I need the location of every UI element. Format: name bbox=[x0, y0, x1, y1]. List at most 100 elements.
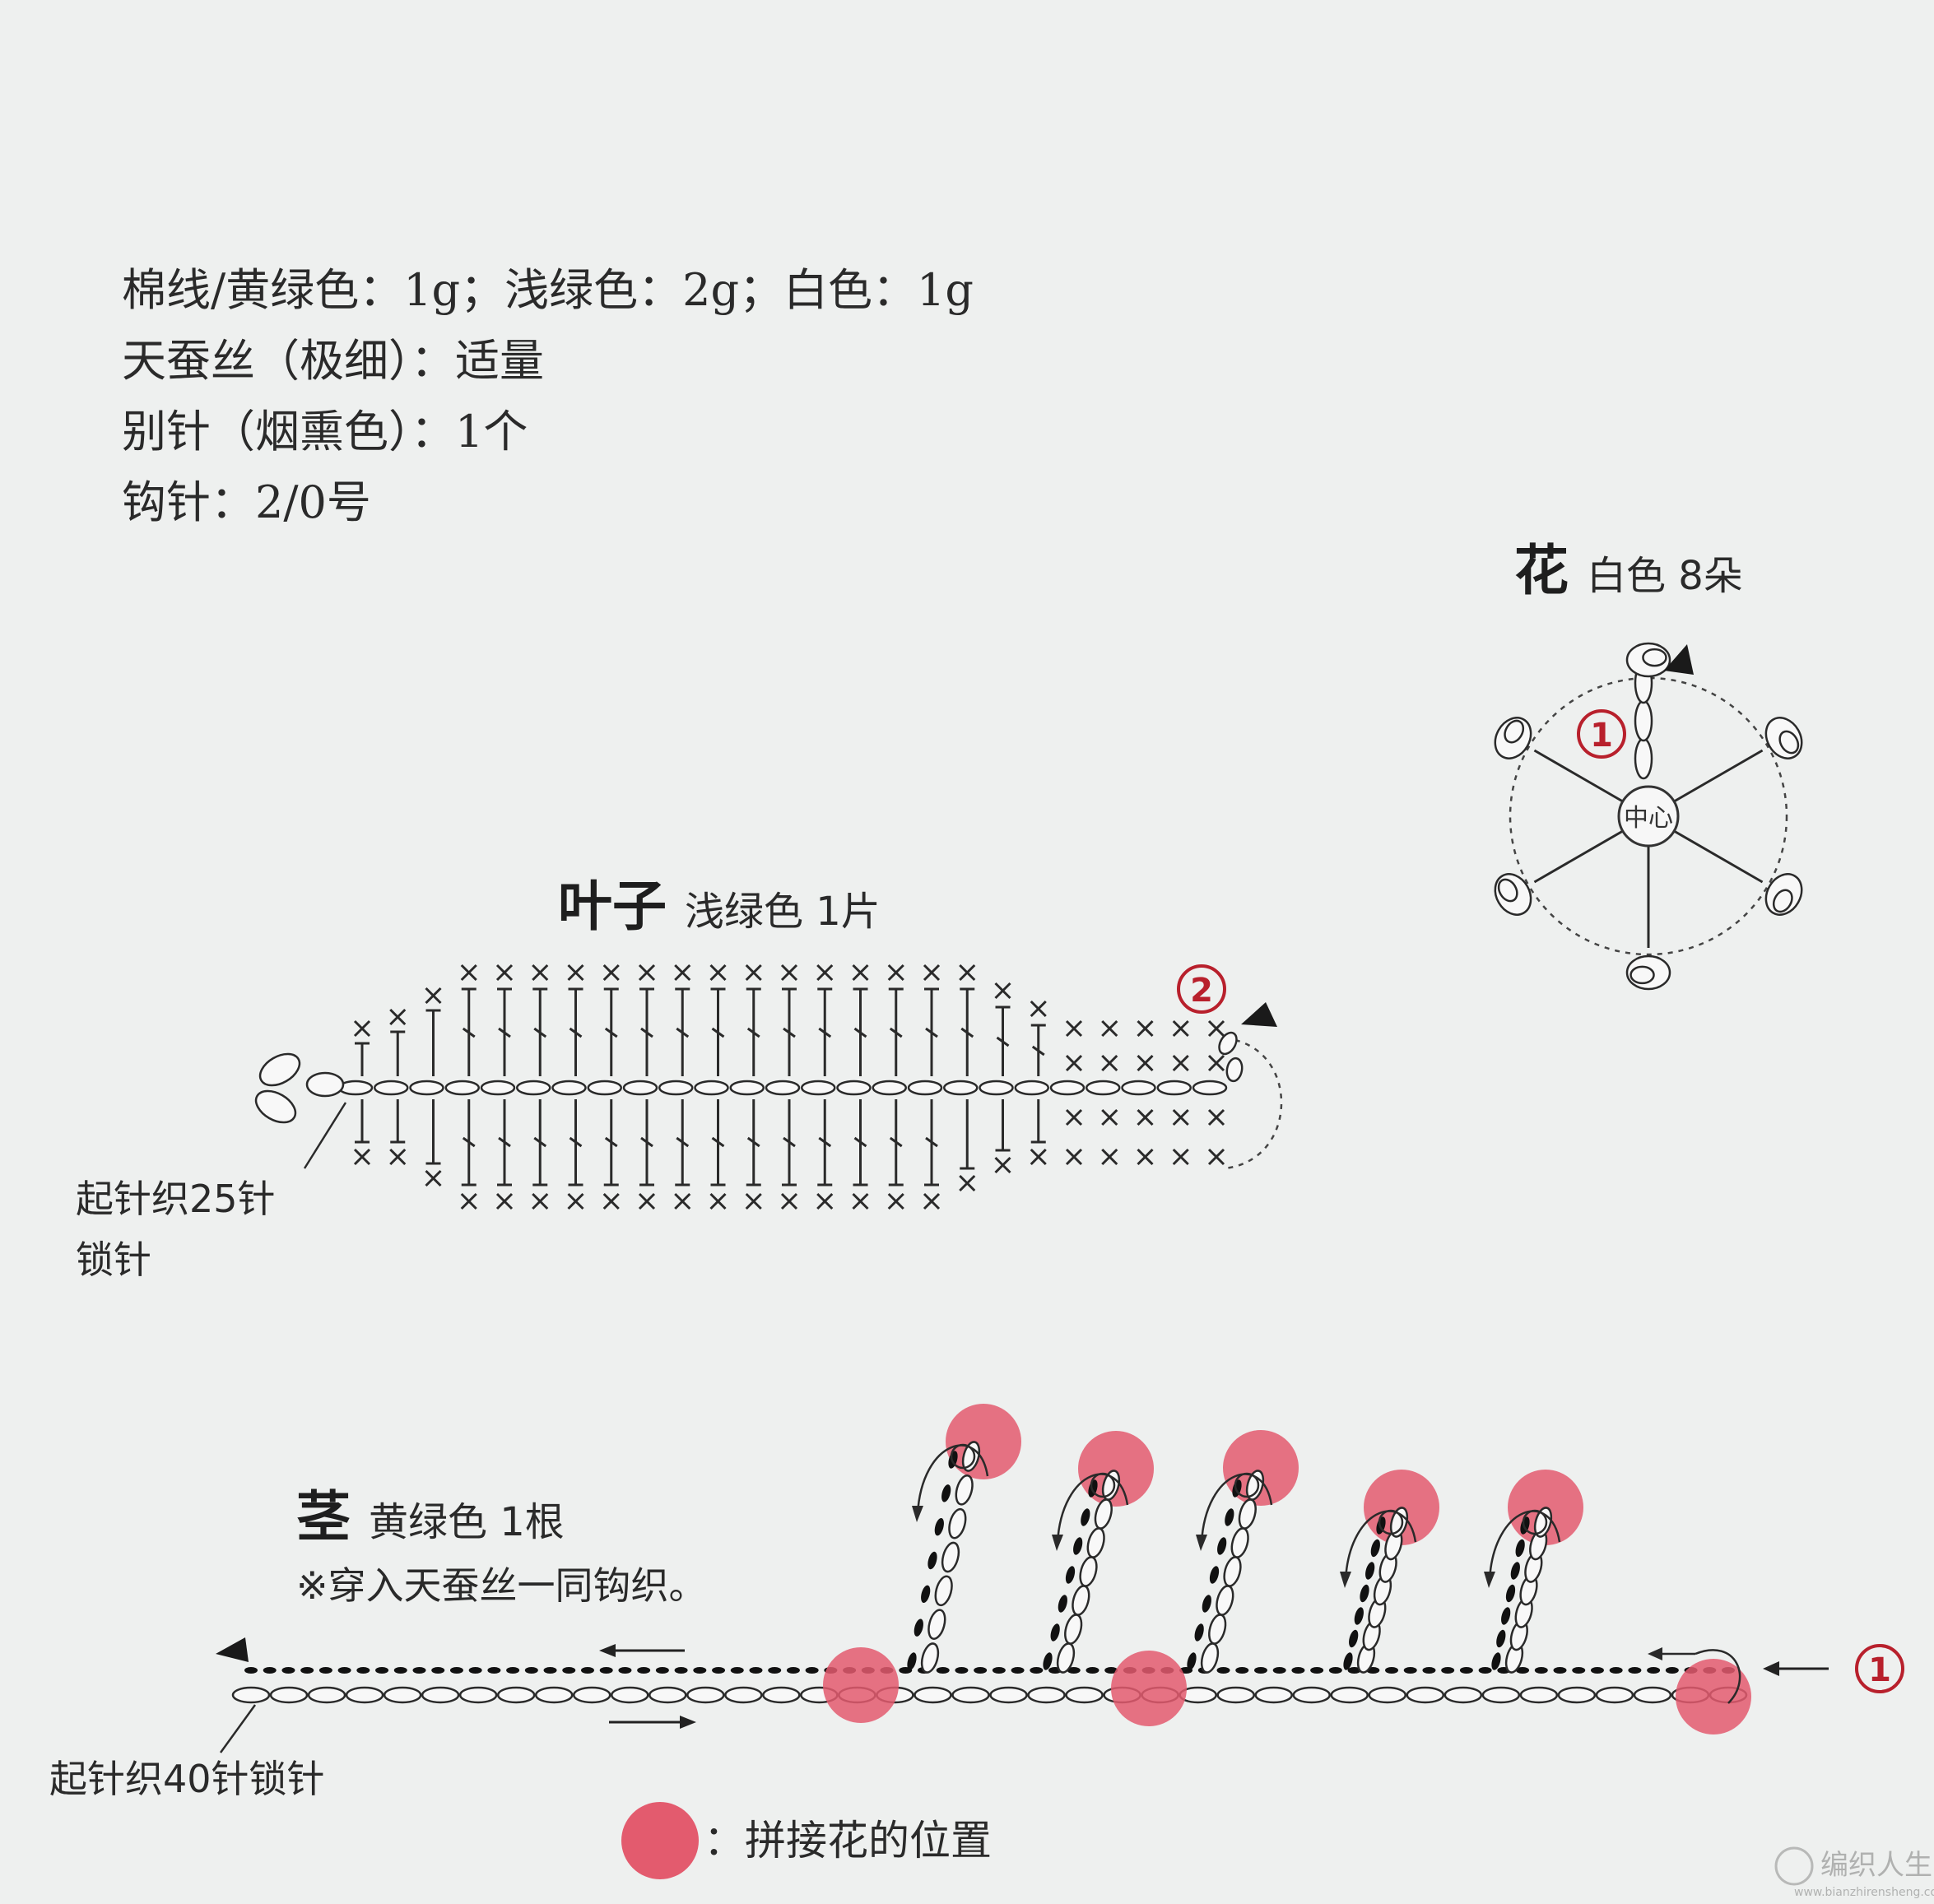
leaf-sc-stitch bbox=[1065, 1108, 1083, 1126]
stem-foundation-chain bbox=[534, 1686, 574, 1704]
leaf-dc-stitch bbox=[568, 1099, 583, 1187]
stem-branch-turn-arrow-head bbox=[1340, 1572, 1351, 1588]
stem-branch-chain bbox=[1101, 1470, 1121, 1501]
stem-branch-chain bbox=[1238, 1498, 1257, 1530]
stem-branch-slip bbox=[1370, 1539, 1380, 1558]
leaf-dc-stitch bbox=[960, 987, 975, 1076]
leaf-dc-stitch bbox=[568, 987, 583, 1076]
leaf-round-marker-ring bbox=[1177, 964, 1226, 1014]
stem-branch-turn-arrow-head bbox=[1196, 1535, 1207, 1551]
stem-slip-stitch bbox=[1441, 1667, 1455, 1674]
leaf-dc-stitch bbox=[853, 987, 868, 1076]
stem-foundation-chain bbox=[1519, 1686, 1559, 1704]
stem-slip-stitch bbox=[712, 1667, 726, 1674]
stem-foundation-chain bbox=[1444, 1686, 1483, 1704]
leaf-sc-stitch bbox=[780, 1192, 798, 1210]
stem-slip-stitch bbox=[599, 1667, 613, 1674]
stem-slip-stitch bbox=[580, 1667, 594, 1674]
stem-slip-stitch bbox=[1609, 1667, 1623, 1674]
leaf-dc-stitch bbox=[746, 987, 761, 1076]
leaf-foundation-chain bbox=[1014, 1080, 1049, 1096]
stem-branch-chain bbox=[934, 1575, 953, 1607]
flower-round-marker-ring bbox=[1577, 709, 1626, 759]
leaf-sc-stitch bbox=[852, 964, 869, 982]
leaf-foundation-chain bbox=[409, 1080, 444, 1096]
stem-slip-stitch bbox=[1253, 1667, 1267, 1674]
stem-start-turn-arrow-head bbox=[1648, 1647, 1662, 1660]
stem-branch-chain bbox=[1086, 1527, 1105, 1558]
stem-slip-stitch bbox=[356, 1667, 370, 1674]
stem-slip-stitch bbox=[693, 1667, 707, 1674]
leaf-sc-stitch bbox=[816, 964, 834, 982]
stem-slip-stitch bbox=[487, 1667, 501, 1674]
stem-slip-stitch bbox=[562, 1667, 576, 1674]
legend-text: ：拼接花的位置 bbox=[704, 1817, 992, 1865]
stem-branch-slip bbox=[1050, 1623, 1060, 1642]
stem-branch-slip bbox=[1081, 1508, 1090, 1526]
flower-join-dot bbox=[1223, 1430, 1299, 1506]
leaf-hdc-stitch bbox=[355, 1042, 370, 1076]
leaf-dc-stitch bbox=[497, 1099, 512, 1187]
stem-slip-stitch bbox=[337, 1667, 351, 1674]
leaf-foundation-chain bbox=[1086, 1080, 1121, 1096]
stem-branch-chain bbox=[1230, 1527, 1249, 1558]
stem-end-arrow-icon bbox=[216, 1637, 249, 1662]
stem-branch-slip bbox=[927, 1551, 937, 1570]
flower-start-arrow-icon bbox=[1664, 644, 1694, 675]
watermark-logo-icon bbox=[1774, 1846, 1814, 1886]
stem-branch-chain bbox=[1389, 1507, 1409, 1538]
leaf-dc-stitch bbox=[532, 1099, 548, 1187]
stem-heading: 茎黄绿色 1根 bbox=[296, 1473, 565, 1552]
leaf-sc-stitch bbox=[1101, 1019, 1118, 1038]
stem-branch-slip bbox=[1058, 1595, 1067, 1613]
leaf-sc-stitch bbox=[425, 1169, 442, 1187]
stem-branch-chain bbox=[1223, 1556, 1242, 1587]
stem-slip-stitch bbox=[1272, 1667, 1286, 1674]
stem-foundation-chain bbox=[383, 1686, 422, 1704]
watermark: 编织人生 www.bianzhirensheng.com bbox=[1774, 1846, 1934, 1899]
flower-petal-chain bbox=[1634, 737, 1653, 780]
stem-branch-slip bbox=[1491, 1652, 1501, 1670]
leaf-sc-stitch bbox=[1207, 1148, 1225, 1166]
leaf-sc-stitch bbox=[994, 982, 1011, 1000]
stem-foundation-chain bbox=[1368, 1686, 1407, 1704]
materials-list: 棉线/黄绿色：1g；浅绿色：2g；白色：1g 天蚕丝（极细）：适量 别针（烟熏色… bbox=[122, 255, 974, 538]
leaf-sc-stitch bbox=[1101, 1108, 1118, 1126]
stem-slip-stitch bbox=[1216, 1667, 1230, 1674]
stem-slip-stitch bbox=[543, 1667, 557, 1674]
leaf-base-loop bbox=[258, 1052, 301, 1087]
leaf-foundation-chain bbox=[729, 1080, 765, 1096]
stem-slip-stitch bbox=[730, 1667, 744, 1674]
stem-branch-chain bbox=[927, 1609, 946, 1640]
leaf-sc-stitch bbox=[460, 964, 477, 982]
stem-slip-stitch bbox=[1478, 1667, 1492, 1674]
stem-foundation-chain bbox=[989, 1686, 1028, 1704]
leaf-sc-stitch bbox=[495, 964, 514, 982]
leaf-foundation-chain bbox=[765, 1080, 801, 1096]
material-line-2: 天蚕丝（极细）：适量 bbox=[122, 335, 544, 387]
leaf-foundation-chain bbox=[907, 1080, 943, 1096]
material-line-3: 别针（烟熏色）：1个 bbox=[122, 406, 528, 457]
stem-slip-stitch bbox=[1067, 1667, 1081, 1674]
leaf-dc-stitch bbox=[924, 987, 939, 1076]
stem-slip-stitch bbox=[1516, 1667, 1530, 1674]
stem-foundation-chain bbox=[572, 1686, 611, 1704]
stem-slip-stitch bbox=[1291, 1667, 1305, 1674]
flower-petal-picot bbox=[1778, 730, 1800, 755]
stem-note: ※穿入天蚕丝一同钩织。 bbox=[296, 1563, 707, 1608]
stem-slip-stitch bbox=[1086, 1667, 1099, 1674]
leaf-sc-stitch bbox=[674, 964, 691, 982]
leaf-turn-path bbox=[1224, 1037, 1283, 1170]
stem-slip-stitch bbox=[524, 1667, 538, 1674]
stem-branch-chain bbox=[1208, 1614, 1227, 1645]
leaf-dc-stitch bbox=[461, 987, 477, 1076]
leaf-sc-stitch bbox=[959, 1174, 976, 1192]
stem-slip-stitch bbox=[1235, 1667, 1249, 1674]
stem-foundation-chain bbox=[1027, 1686, 1066, 1704]
stem-branch-slip bbox=[1209, 1566, 1220, 1584]
leaf-foundation-chain bbox=[979, 1080, 1014, 1096]
stem-slip-stitch bbox=[1572, 1667, 1586, 1674]
stem-branch-slip bbox=[1501, 1607, 1511, 1625]
stem-branch-slip bbox=[921, 1585, 931, 1604]
flower-round-path bbox=[1509, 676, 1788, 956]
